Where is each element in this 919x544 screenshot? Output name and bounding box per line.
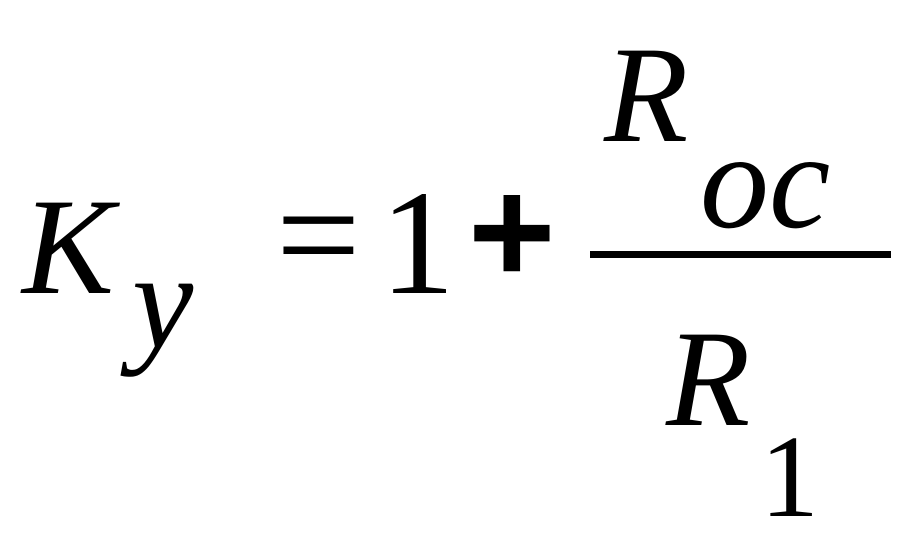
plus-sign: + [468, 147, 556, 315]
equals-sign: = [276, 152, 361, 318]
fraction-bar [590, 251, 891, 258]
numerator-symbol-r: R [604, 18, 689, 171]
numerator-subscript-oc: oc [700, 104, 831, 257]
gain-symbol-k: K [22, 170, 115, 323]
denominator-symbol-r: R [666, 302, 751, 455]
denominator-subscript-1: 1 [760, 411, 819, 542]
constant-one: 1 [380, 160, 455, 326]
gain-subscript-y: y [132, 224, 194, 377]
